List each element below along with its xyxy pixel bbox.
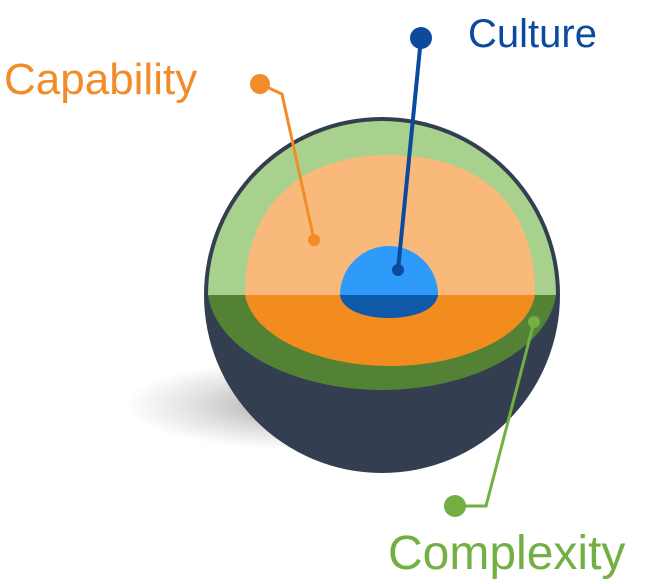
capability-inner-dot <box>308 234 320 246</box>
complexity-label: Complexity <box>388 527 626 580</box>
culture-outer-dot <box>410 27 432 49</box>
culture-leader-line <box>396 37 423 271</box>
capability-label: Capability <box>4 55 198 104</box>
capability-layer-upper <box>245 155 535 295</box>
complexity-outer-dot <box>444 495 466 517</box>
culture-label: Culture <box>468 12 597 56</box>
complexity-inner-dot <box>528 316 540 328</box>
capability-layer-lower <box>245 295 535 366</box>
culture-core-lower <box>340 295 438 318</box>
capability-outer-dot <box>250 74 270 94</box>
culture-core-upper <box>340 246 438 295</box>
culture-inner-dot <box>392 264 404 276</box>
